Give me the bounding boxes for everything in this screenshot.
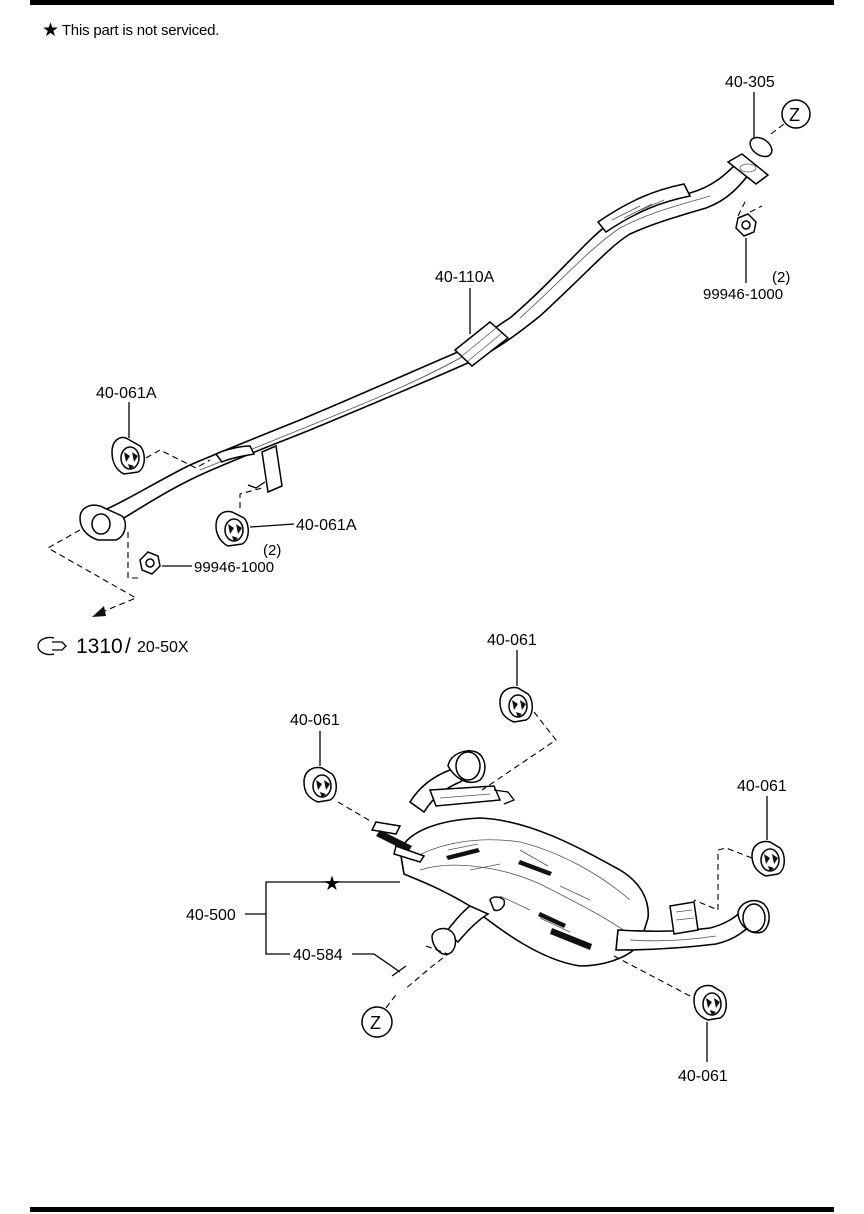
z-label-upper: Z [789, 105, 800, 125]
star-marker-icon: ★ [323, 873, 341, 895]
gasket-40-305[interactable]: 40-305 [725, 74, 775, 160]
rubber-hanger-40-061-4[interactable]: 40-061 [613, 955, 728, 1085]
label-40-061-right: 40-061 [737, 778, 787, 795]
label-40-061-top: 40-061 [487, 632, 537, 649]
label-99946-1000-front: 99946-1000 [194, 559, 274, 576]
label-40-110A: 40-110A [435, 269, 495, 286]
nut-rear-qty: (2) [772, 269, 790, 286]
reference-page: 20-50X [137, 639, 189, 656]
silencer-callout: 40-500 ★ 40-584 [186, 873, 450, 991]
reference-group: 1310 [76, 635, 123, 658]
nut-front-qty: (2) [263, 542, 281, 559]
rubber-hanger-40-061-1[interactable]: 40-061 [481, 632, 557, 791]
connector-z-upper: Z [770, 99, 811, 135]
note-text: This part is not serviced. [61, 22, 220, 39]
label-40-500: 40-500 [186, 907, 236, 924]
star-icon: ★ [42, 20, 59, 41]
reference-link-1310[interactable]: 1310 / 20-50X [37, 635, 189, 658]
reference-separator: / [125, 635, 131, 658]
rubber-hanger-40-061-2[interactable]: 40-061 [290, 712, 373, 823]
front-pipe-40-110A[interactable] [79, 153, 770, 541]
z-label-lower: Z [370, 1013, 381, 1033]
reference-icon [37, 636, 67, 656]
not-serviced-note: ★This part is not serviced. [42, 19, 219, 42]
nut-front-99946-1000[interactable]: (2) 99946-1000 [127, 532, 281, 579]
rubber-hanger-40-061-3[interactable]: 40-061 [693, 778, 787, 911]
front-pipe-callout: 40-110A [435, 269, 495, 334]
label-40-305: 40-305 [725, 74, 775, 91]
label-40-061-bottom: 40-061 [678, 1068, 728, 1085]
label-40-584: 40-584 [293, 947, 343, 964]
label-40-061-left: 40-061 [290, 712, 340, 729]
top-border [30, 0, 834, 5]
label-40-061A-lower: 40-061A [296, 517, 357, 534]
rubber-hanger-40-061A-1[interactable]: 40-061A [96, 385, 211, 475]
rubber-hanger-40-061A-2[interactable]: 40-061A [215, 487, 357, 547]
label-99946-1000-rear: 99946-1000 [703, 286, 783, 303]
main-silencer-40-500[interactable] [370, 750, 770, 967]
connector-z-lower: Z [361, 991, 399, 1038]
nut-rear-99946-1000[interactable]: (2) 99946-1000 [703, 199, 790, 303]
bottom-border [30, 1207, 834, 1212]
label-40-061A-upper: 40-061A [96, 385, 157, 402]
reference-arrow [46, 529, 138, 617]
